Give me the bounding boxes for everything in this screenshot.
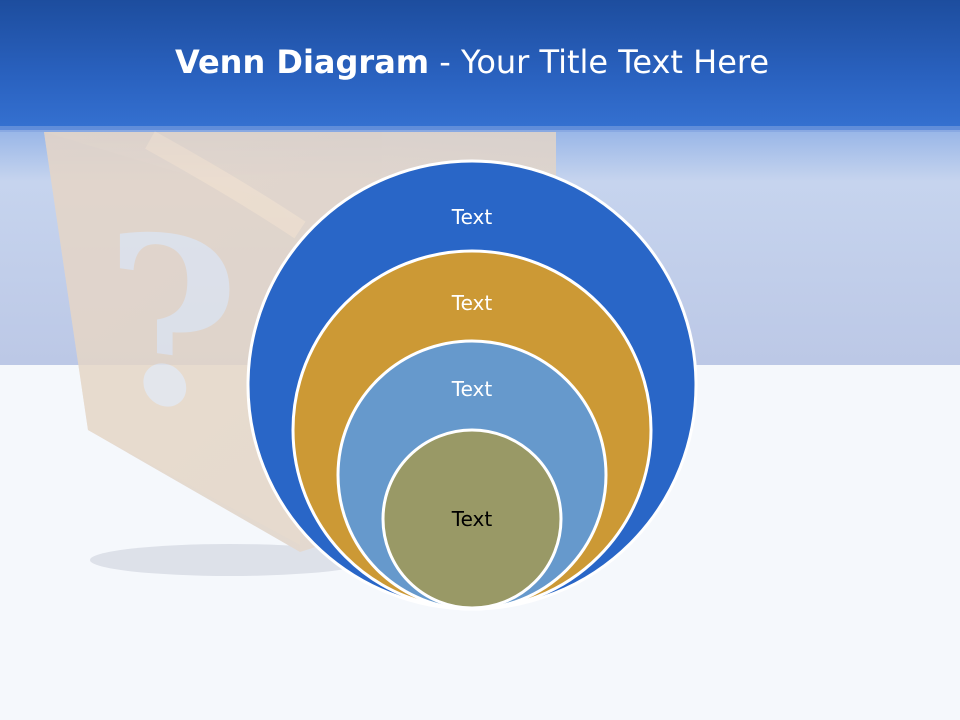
venn-circle-4	[381, 428, 563, 610]
venn-circle-3-label: Text	[451, 377, 493, 401]
header-bar	[0, 0, 960, 130]
title-rest: - Your Title Text Here	[429, 43, 770, 81]
slide-title: Venn Diagram - Your Title Text Here	[0, 38, 944, 86]
venn-circle-4-label: Text	[451, 507, 493, 531]
venn-circle-1-label: Text	[451, 205, 493, 229]
title-bold: Venn Diagram	[174, 43, 430, 81]
question-mark-icon: ?	[105, 179, 240, 469]
venn-circle-2-label: Text	[451, 291, 493, 315]
